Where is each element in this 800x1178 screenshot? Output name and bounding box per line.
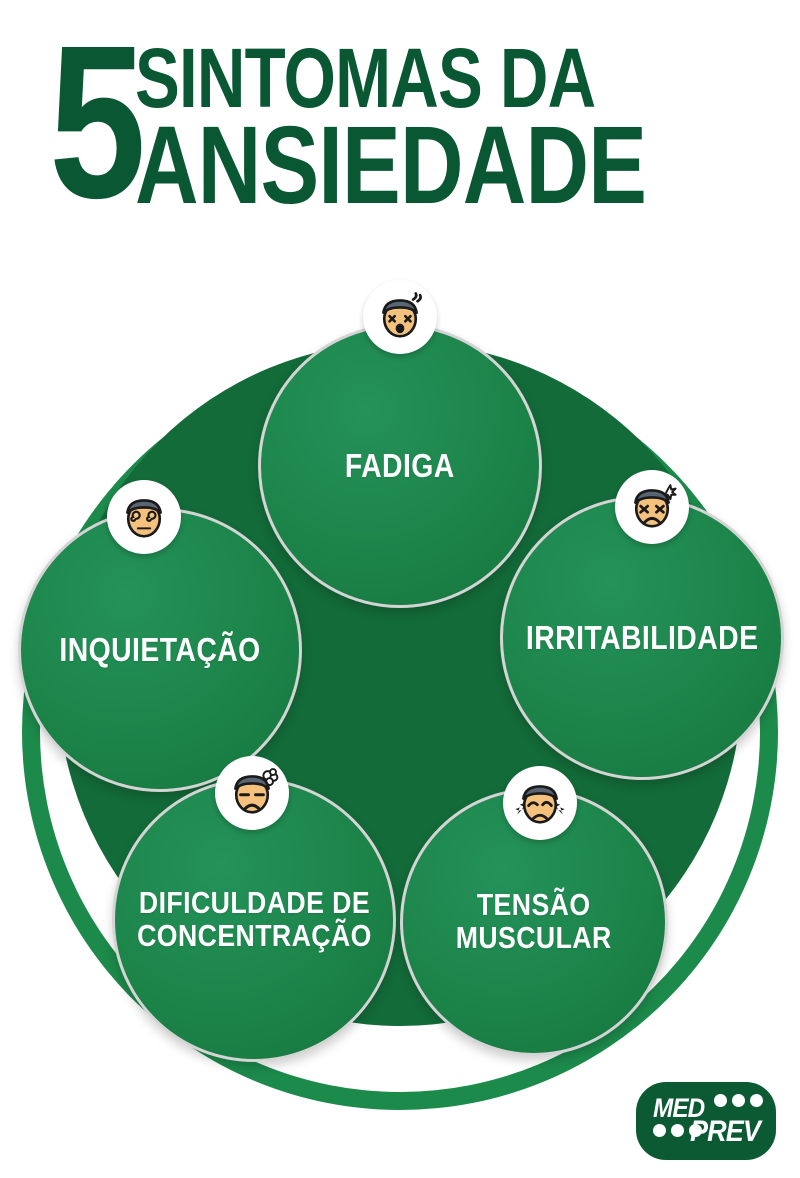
medprev-logo[interactable]: MED PREV	[636, 1082, 776, 1160]
symptom-label-dificuldade: DIFICULDADE DE CONCENTRAÇÃO	[136, 885, 372, 953]
title-number: 5	[48, 1, 146, 244]
confused-foggy-face-icon	[215, 756, 289, 830]
symptom-label-fadiga: FADIGA	[345, 446, 455, 484]
logo-text-prev: PREV	[690, 1115, 761, 1148]
logo-inner: MED PREV	[636, 1082, 776, 1160]
title-row: 5 SINTOMAS DA ANSIEDADE	[0, 1, 800, 244]
symptom-label-irritabilidade: IRRITABILIDADE	[525, 618, 759, 656]
logo-dots-top	[714, 1094, 763, 1107]
title-words: SINTOMAS DA ANSIEDADE	[135, 31, 774, 227]
symptom-circle-inquietacao[interactable]: INQUIETAÇÃO	[18, 508, 302, 792]
dizzy-exhausted-face-icon	[363, 280, 437, 354]
logo-dots-bottom	[653, 1124, 702, 1137]
spiral-eyes-restless-face-icon	[107, 480, 181, 554]
logo-dot	[732, 1094, 745, 1107]
symptom-circle-irritabilidade[interactable]: IRRITABILIDADE	[500, 496, 784, 780]
title-line-1: SINTOMAS DA	[135, 31, 596, 125]
logo-dot	[750, 1094, 763, 1107]
title-line-2: ANSIEDADE	[135, 103, 647, 227]
symptom-circle-fadiga[interactable]: FADIGA	[258, 324, 542, 608]
logo-dot	[714, 1094, 727, 1107]
logo-text-med: MED	[653, 1093, 705, 1123]
symptom-flower-diagram: FADIGA INQUIETAÇÃO	[0, 258, 800, 1110]
page-title: 5 SINTOMAS DA ANSIEDADE	[0, 1, 800, 244]
symptom-label-tensao: TENSÃO MUSCULAR	[456, 887, 612, 955]
tense-face-lightning-icon	[503, 766, 577, 840]
logo-dot	[653, 1124, 666, 1137]
angry-face-icon	[615, 470, 689, 544]
symptom-label-inquietacao: INQUIETAÇÃO	[59, 630, 261, 668]
logo-dot	[689, 1124, 702, 1137]
logo-dot	[671, 1124, 684, 1137]
